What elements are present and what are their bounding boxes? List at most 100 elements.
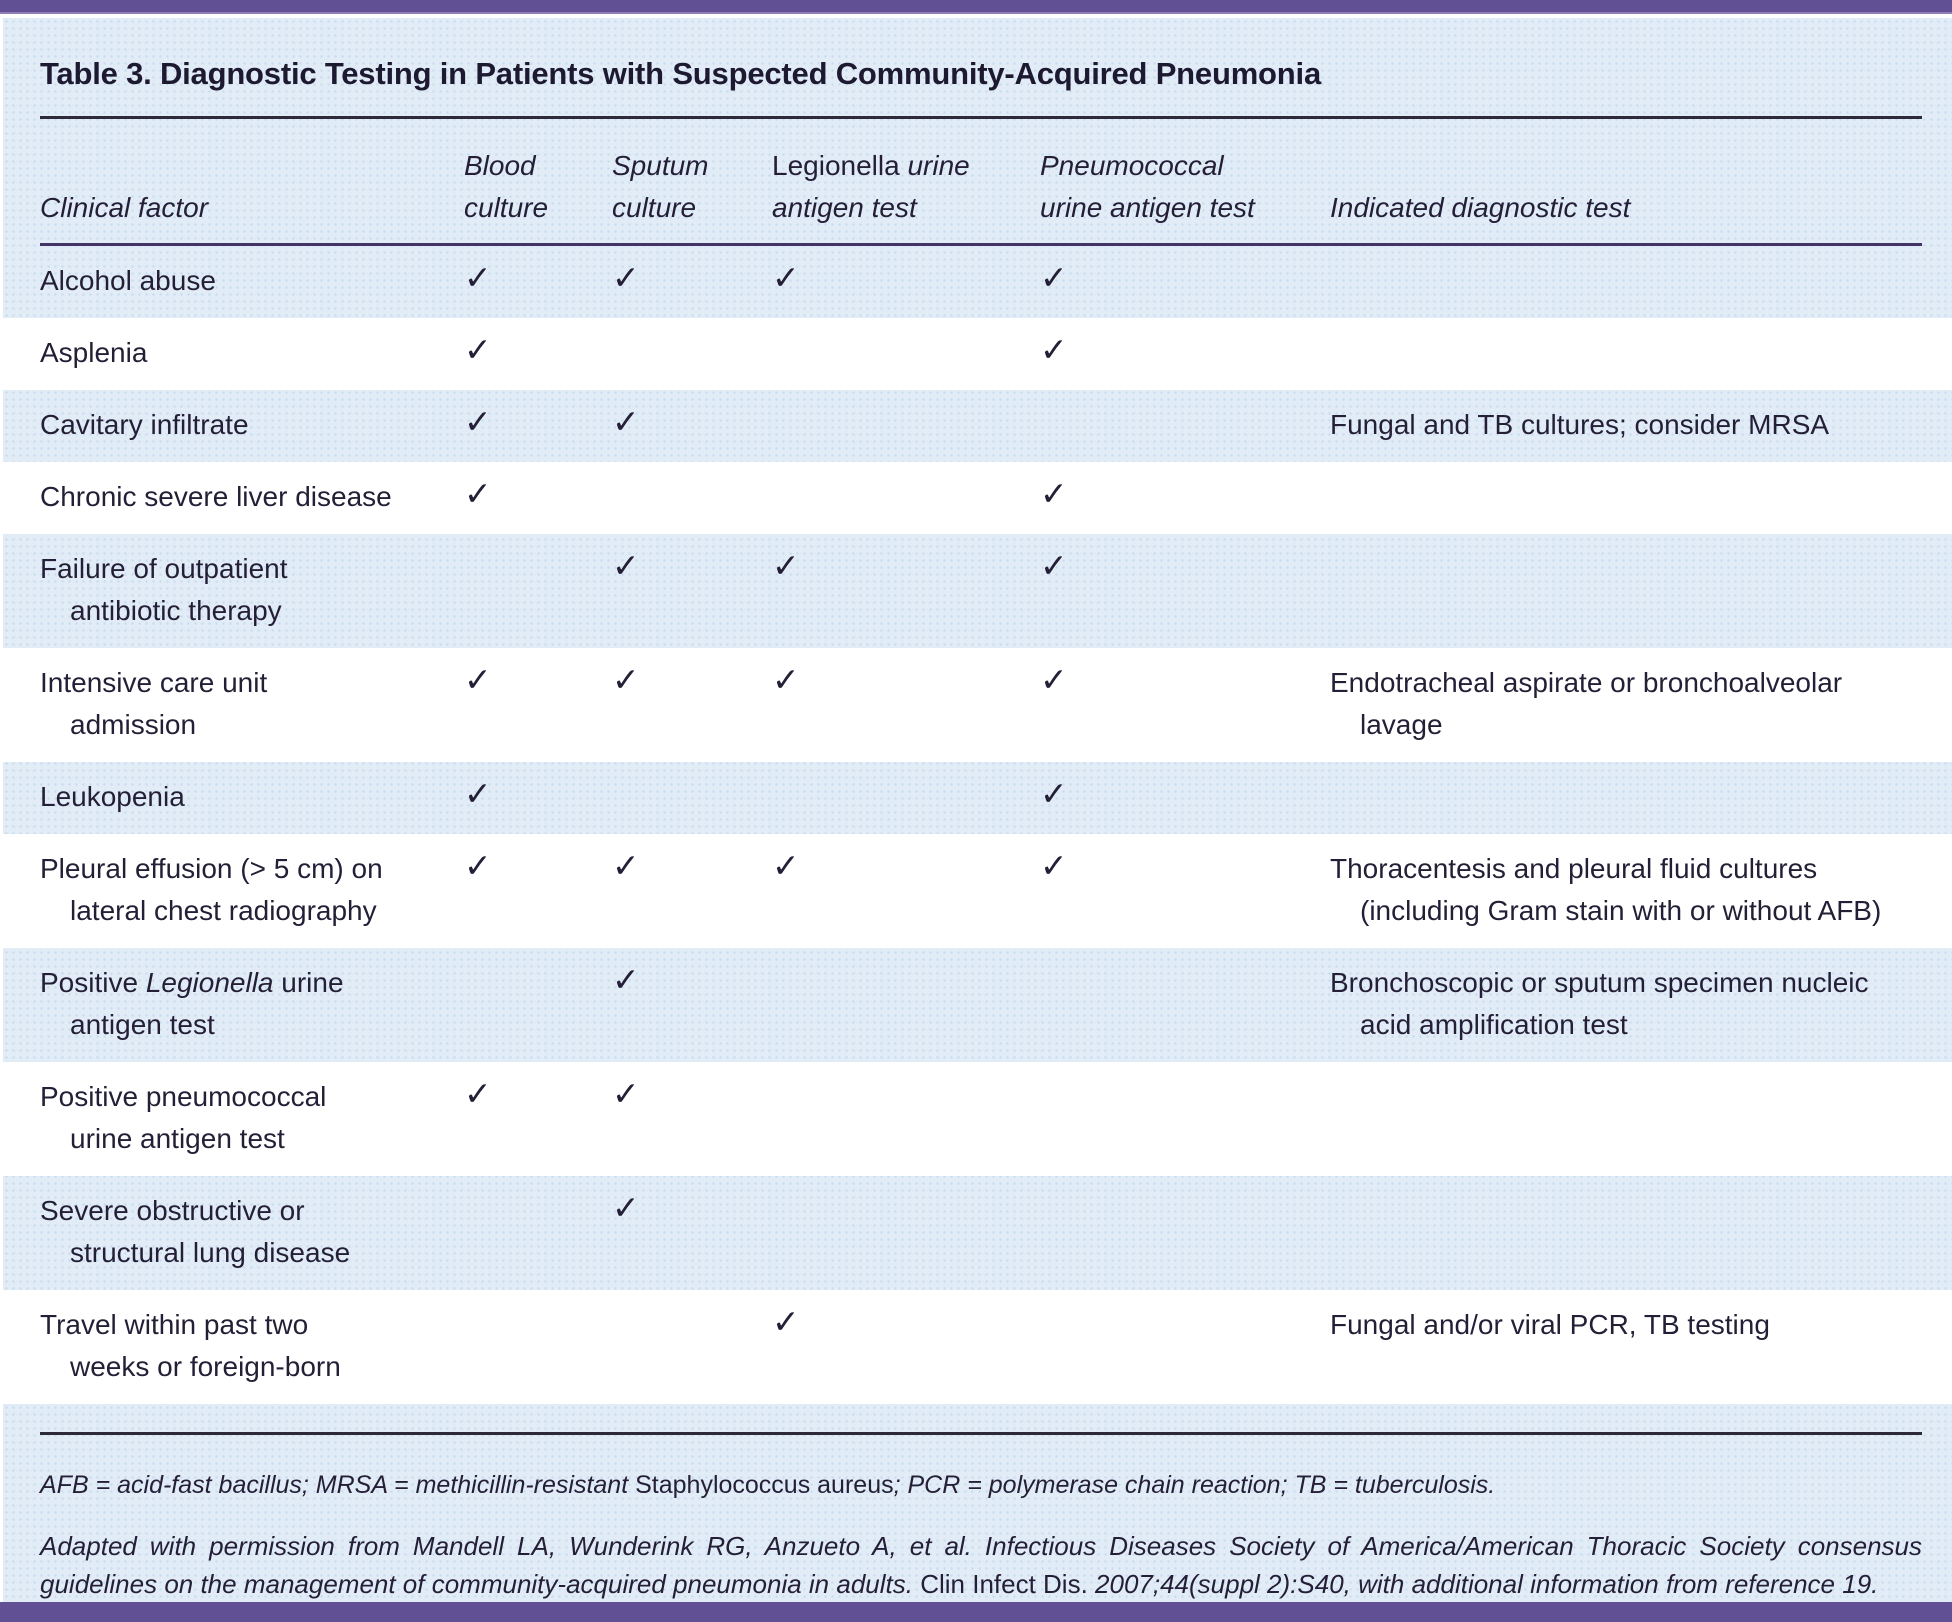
indicated-test-cell: Thoracentesis and pleural fluid cultures… bbox=[1330, 853, 1882, 926]
blood-culture-check-cell: ✓ bbox=[464, 402, 612, 442]
column-header-indicated-diagnostic-test: Indicated diagnostic test bbox=[1330, 192, 1631, 223]
column-header-clinical-factor: Clinical factor bbox=[40, 192, 209, 223]
indicated-test-cell: Fungal and TB cultures; consider MRSA bbox=[1330, 409, 1830, 440]
sputum-culture-check-cell: ✓ bbox=[612, 660, 772, 700]
checkmark-icon: ✓ bbox=[612, 1189, 640, 1226]
blood-culture-check-cell: ✓ bbox=[464, 846, 612, 886]
checkmark-icon: ✓ bbox=[1040, 259, 1068, 296]
table-row: Alcohol abuse ✓ ✓ ✓ ✓ bbox=[3, 246, 1952, 318]
footnote-rule bbox=[40, 1432, 1922, 1435]
table-row: Chronic severe liver disease ✓ ✓ bbox=[3, 462, 1952, 534]
checkmark-icon: ✓ bbox=[1040, 331, 1068, 368]
checkmark-icon: ✓ bbox=[612, 847, 640, 884]
checkmark-icon: ✓ bbox=[612, 259, 640, 296]
sputum-culture-check-cell: ✓ bbox=[612, 1188, 772, 1228]
checkmark-icon: ✓ bbox=[772, 661, 800, 698]
indicated-test-cell: Fungal and/or viral PCR, TB testing bbox=[1330, 1309, 1770, 1340]
table-row: Cavitary infiltrate ✓ ✓ Fungal and TB cultu… bbox=[3, 390, 1952, 462]
table-body: Alcohol abuse✓✓✓✓Asplenia✓✓Cavitary infi… bbox=[3, 246, 1952, 1404]
checkmark-icon: ✓ bbox=[464, 259, 492, 296]
legionella-culture-check-cell: ✓ bbox=[772, 258, 1040, 298]
pneumococcal-culture-check-cell: ✓ bbox=[1040, 774, 1330, 814]
legionella-culture-check-cell: ✓ bbox=[772, 546, 1040, 586]
checkmark-icon: ✓ bbox=[612, 403, 640, 440]
clinical-factor-cell: Leukopenia bbox=[40, 781, 185, 812]
blood-culture-check-cell: ✓ bbox=[464, 660, 612, 700]
indicated-test-cell: Endotracheal aspirate or bronchoalveolar… bbox=[1330, 667, 1843, 740]
pneumococcal-culture-check-cell: ✓ bbox=[1040, 660, 1330, 700]
checkmark-icon: ✓ bbox=[464, 847, 492, 884]
blood-culture-check-cell: ✓ bbox=[464, 474, 612, 514]
blood-culture-check-cell: ✓ bbox=[464, 330, 612, 370]
checkmark-icon: ✓ bbox=[464, 1075, 492, 1112]
footnote-source: Adapted with permission from Mandell LA,… bbox=[40, 1531, 1922, 1599]
sputum-culture-check-cell: ✓ bbox=[612, 402, 772, 442]
checkmark-icon: ✓ bbox=[464, 775, 492, 812]
title-rule bbox=[40, 116, 1922, 119]
clinical-factor-cell: Cavitary infiltrate bbox=[40, 409, 249, 440]
checkmark-icon: ✓ bbox=[464, 331, 492, 368]
checkmark-icon: ✓ bbox=[464, 661, 492, 698]
checkmark-icon: ✓ bbox=[772, 847, 800, 884]
checkmark-icon: ✓ bbox=[612, 661, 640, 698]
blood-culture-check-cell: ✓ bbox=[464, 1074, 612, 1114]
pneumococcal-culture-check-cell: ✓ bbox=[1040, 546, 1330, 586]
checkmark-icon: ✓ bbox=[1040, 475, 1068, 512]
pneumococcal-culture-check-cell: ✓ bbox=[1040, 330, 1330, 370]
pneumococcal-culture-check-cell: ✓ bbox=[1040, 846, 1330, 886]
checkmark-icon: ✓ bbox=[612, 1075, 640, 1112]
checkmark-icon: ✓ bbox=[1040, 847, 1068, 884]
sputum-culture-check-cell: ✓ bbox=[612, 258, 772, 298]
pneumococcal-culture-check-cell: ✓ bbox=[1040, 474, 1330, 514]
footnote-abbreviations: AFB = acid-fast bacillus; MRSA = methici… bbox=[40, 1471, 1496, 1499]
checkmark-icon: ✓ bbox=[464, 475, 492, 512]
top-accent-bar bbox=[0, 0, 1952, 14]
sputum-culture-check-cell: ✓ bbox=[612, 846, 772, 886]
header-rule bbox=[40, 243, 1922, 246]
blood-culture-check-cell: ✓ bbox=[464, 258, 612, 298]
clinical-factor-cell: Alcohol abuse bbox=[40, 265, 216, 296]
checkmark-icon: ✓ bbox=[772, 1303, 800, 1340]
pneumococcal-culture-check-cell: ✓ bbox=[1040, 258, 1330, 298]
sputum-culture-check-cell: ✓ bbox=[612, 1074, 772, 1114]
checkmark-icon: ✓ bbox=[1040, 547, 1068, 584]
checkmark-icon: ✓ bbox=[772, 259, 800, 296]
sputum-culture-check-cell: ✓ bbox=[612, 546, 772, 586]
checkmark-icon: ✓ bbox=[464, 403, 492, 440]
bottom-accent-bar bbox=[0, 1602, 1952, 1622]
checkmark-icon: ✓ bbox=[612, 547, 640, 584]
legionella-culture-check-cell: ✓ bbox=[772, 846, 1040, 886]
blood-culture-check-cell: ✓ bbox=[464, 774, 612, 814]
checkmark-icon: ✓ bbox=[612, 961, 640, 998]
table-panel: Table 3. Diagnostic Testing in Patients … bbox=[3, 18, 1952, 1602]
indicated-test-cell: Bronchoscopic or sputum specimen nucleic… bbox=[1330, 967, 1869, 1040]
checkmark-icon: ✓ bbox=[1040, 661, 1068, 698]
checkmark-icon: ✓ bbox=[772, 547, 800, 584]
clinical-factor-cell: Chronic severe liver disease bbox=[40, 481, 392, 512]
table-row: Leukopenia ✓ ✓ bbox=[3, 762, 1952, 834]
legionella-culture-check-cell: ✓ bbox=[772, 660, 1040, 700]
sputum-culture-check-cell: ✓ bbox=[612, 960, 772, 1000]
checkmark-icon: ✓ bbox=[1040, 775, 1068, 812]
clinical-factor-cell: Asplenia bbox=[40, 337, 148, 368]
